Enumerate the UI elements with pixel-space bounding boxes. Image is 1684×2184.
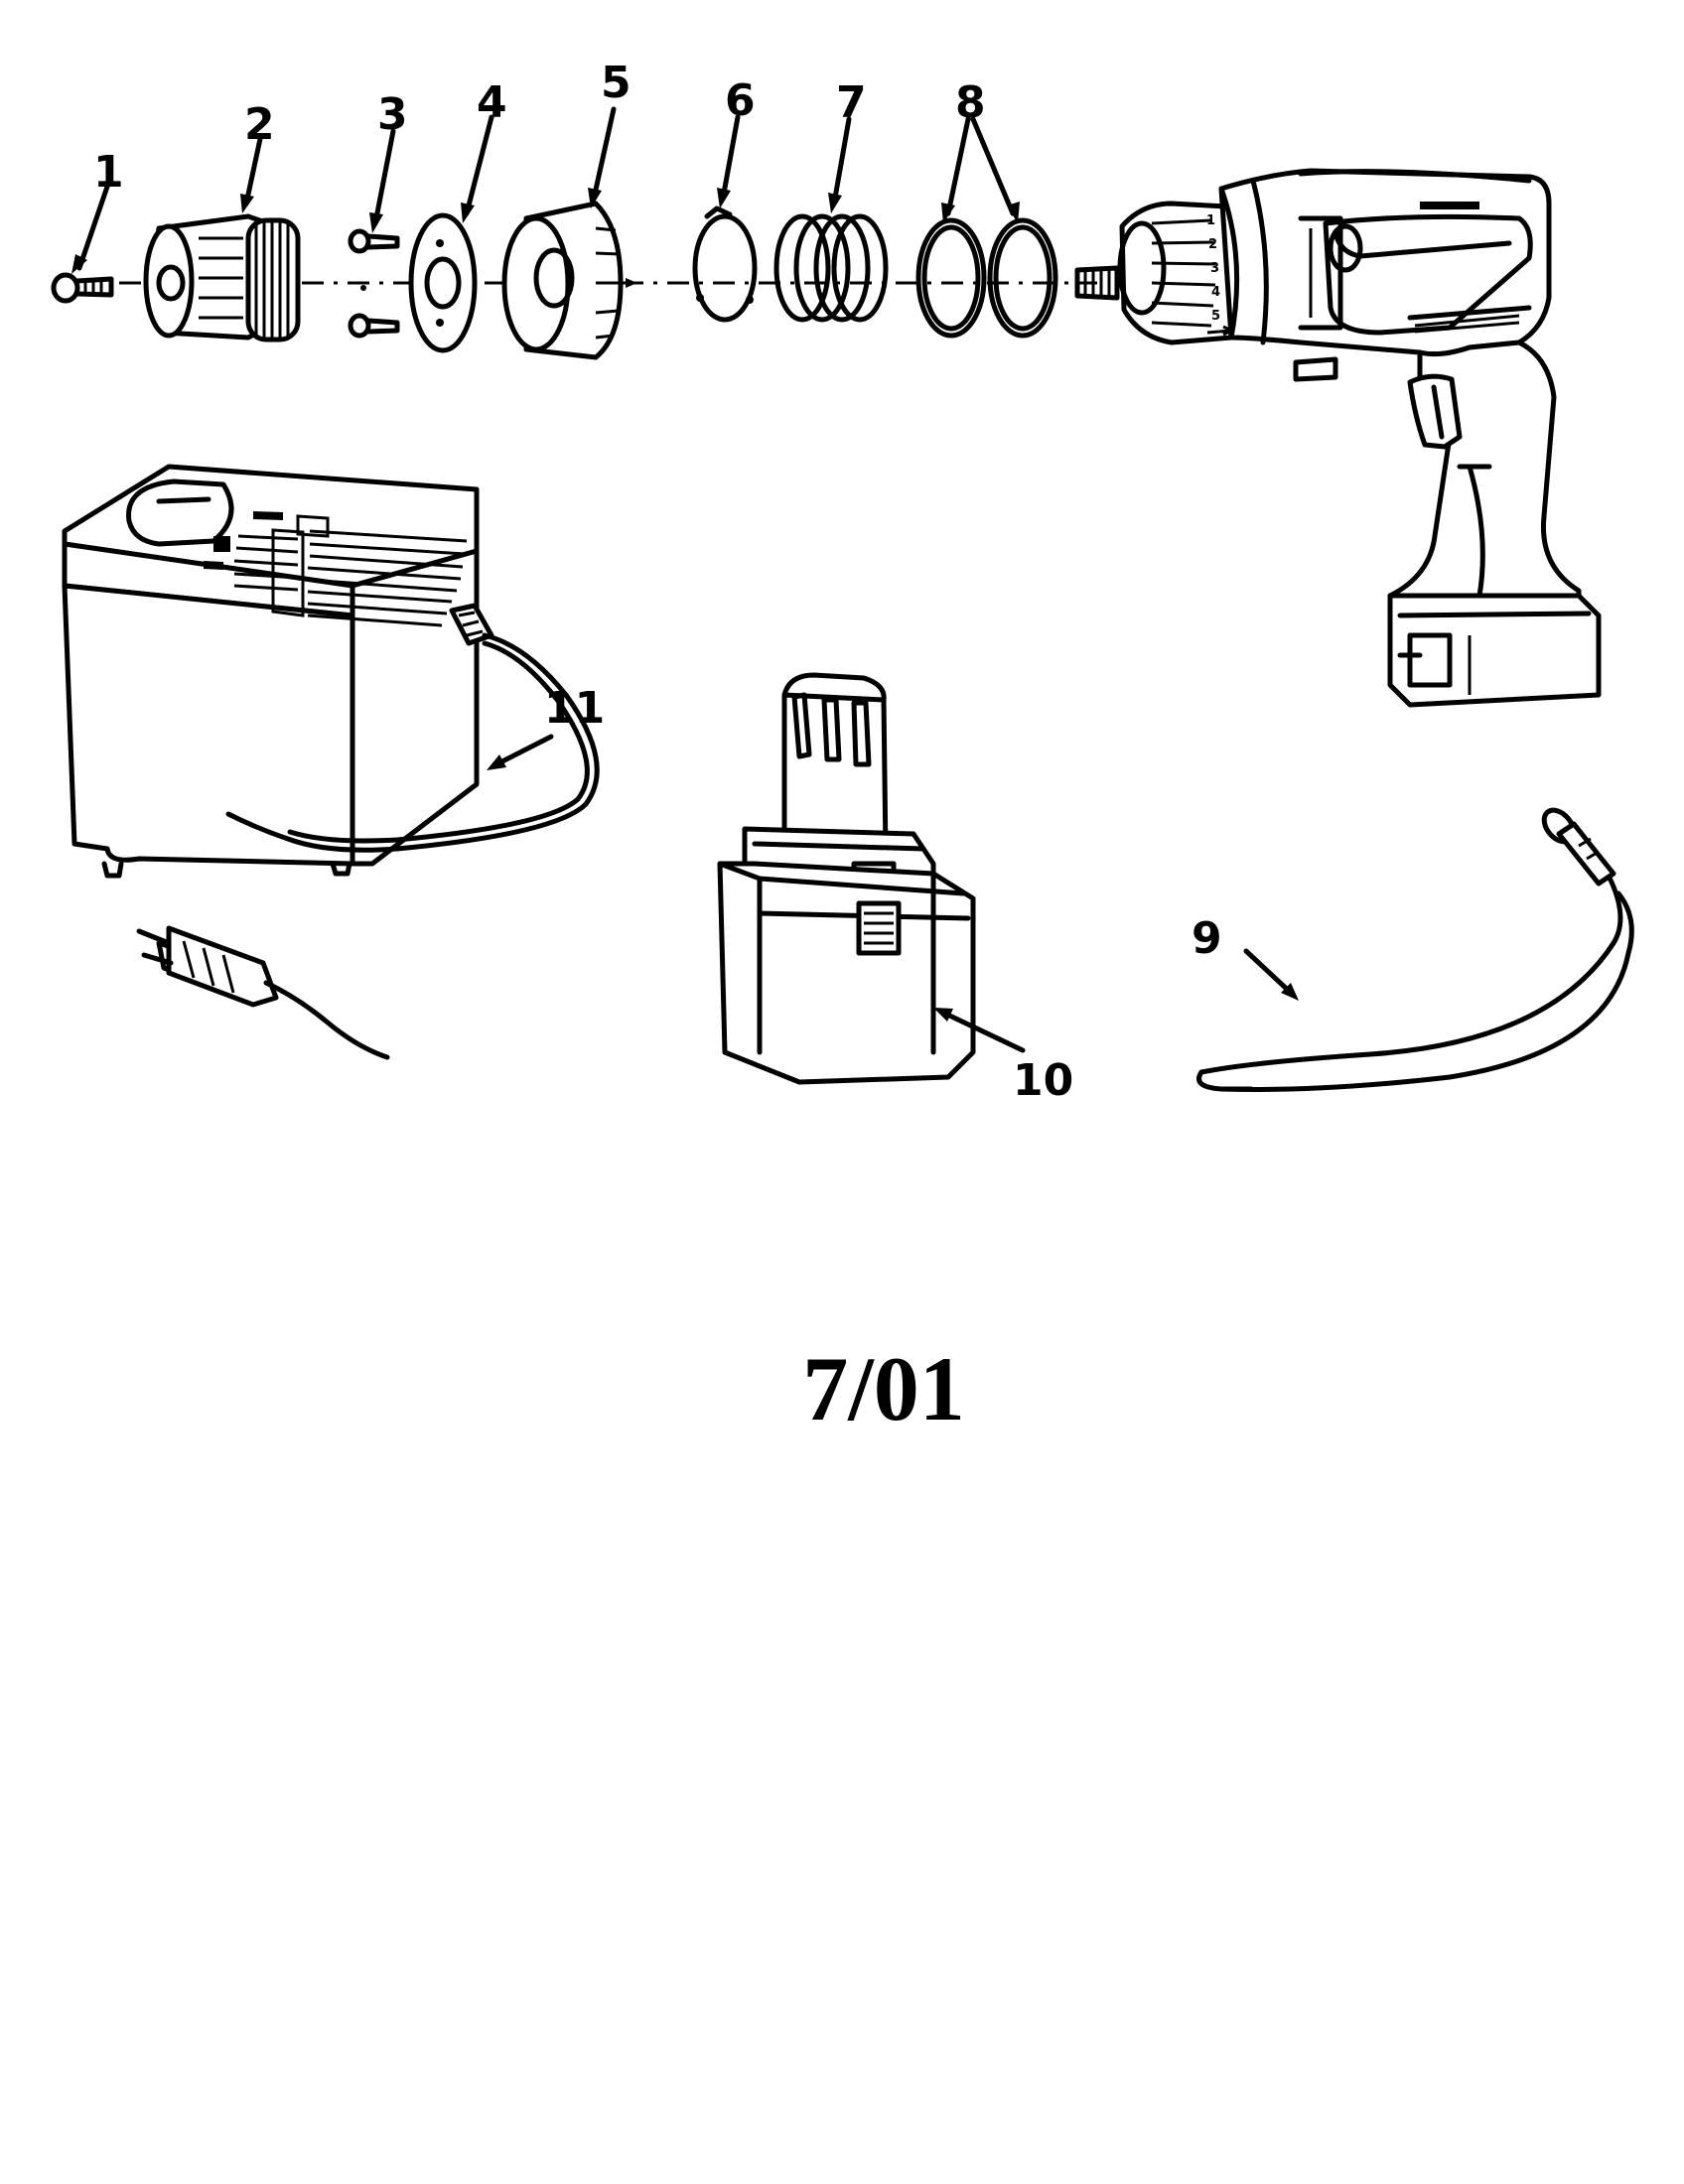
clutch-setting-1: 1 bbox=[1206, 213, 1215, 228]
clutch-setting-3: 3 bbox=[1210, 261, 1219, 276]
part-1-chuck-screw bbox=[51, 272, 114, 304]
part-2-keyless-chuck bbox=[143, 213, 301, 342]
callout-10: 10 bbox=[1013, 1055, 1073, 1106]
callout-1: 1 bbox=[93, 147, 124, 198]
part-10-battery-pack bbox=[717, 672, 976, 1085]
part-6-retaining-ring bbox=[692, 205, 758, 323]
callout-3: 3 bbox=[377, 89, 408, 140]
part-5-clutch-adjusting-ring bbox=[501, 201, 637, 360]
drill-body bbox=[1074, 168, 1602, 708]
callout-11: 11 bbox=[544, 683, 605, 734]
clutch-setting-marks: 1 2 3 4 5 bbox=[1206, 213, 1235, 337]
part-7-clutch-spring bbox=[773, 213, 889, 323]
part-8-washers bbox=[915, 217, 1058, 339]
part-4-retaining-plate bbox=[408, 212, 478, 353]
clutch-setting-4: 4 bbox=[1211, 285, 1220, 300]
part-3-screws bbox=[348, 228, 400, 339]
callout-2: 2 bbox=[244, 99, 275, 150]
callout-4: 4 bbox=[477, 77, 507, 128]
callout-leaders bbox=[71, 106, 1299, 1053]
part-11-battery-charger bbox=[62, 464, 600, 1060]
callout-9: 9 bbox=[1192, 913, 1222, 964]
date-code: 7/01 bbox=[802, 1338, 965, 1439]
callout-labels: 1 2 3 4 5 6 7 8 9 10 11 bbox=[93, 58, 1222, 1106]
clutch-setting-5: 5 bbox=[1211, 309, 1220, 324]
drill-mode-icon bbox=[1206, 325, 1235, 337]
callout-5: 5 bbox=[601, 58, 632, 108]
callout-6: 6 bbox=[725, 75, 756, 126]
clutch-setting-2: 2 bbox=[1208, 237, 1217, 252]
part-9-wrist-strap bbox=[1196, 807, 1634, 1092]
callout-7: 7 bbox=[836, 77, 867, 128]
callout-8: 8 bbox=[955, 77, 986, 128]
